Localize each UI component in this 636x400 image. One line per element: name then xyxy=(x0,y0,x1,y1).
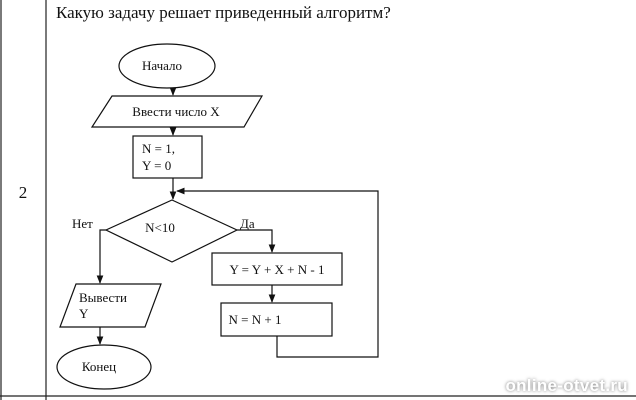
compute-block xyxy=(211,252,343,286)
init-block xyxy=(132,135,203,179)
increment-block xyxy=(220,302,333,337)
yes-branch-line xyxy=(237,229,276,253)
row-number: 2 xyxy=(18,183,28,202)
output-line2: Y xyxy=(79,306,89,321)
end-terminal xyxy=(56,344,152,390)
output-block xyxy=(59,283,162,328)
yes-label: Да xyxy=(240,216,255,231)
watermark: online-otvet.ru xyxy=(505,376,628,395)
no-branch-line xyxy=(96,229,106,284)
output-line1: Вывести xyxy=(79,290,127,305)
question-text: Какую задачу решает приведенный алгоритм… xyxy=(56,3,391,22)
start-terminal xyxy=(118,43,216,89)
end-label: Конец xyxy=(82,359,116,374)
input-block xyxy=(90,95,264,128)
no-label: Нет xyxy=(72,216,93,231)
loop-back-line xyxy=(176,187,379,358)
condition-label: N<10 xyxy=(145,220,175,235)
increment-label: N = N + 1 xyxy=(229,312,282,327)
start-label: Начало xyxy=(142,58,182,73)
init-line2: Y = 0 xyxy=(142,158,171,173)
compute-label: Y = Y + X + N - 1 xyxy=(230,262,325,277)
init-line1: N = 1, xyxy=(142,141,175,156)
condition-diamond xyxy=(104,199,239,263)
input-label: Ввести число X xyxy=(132,104,220,119)
